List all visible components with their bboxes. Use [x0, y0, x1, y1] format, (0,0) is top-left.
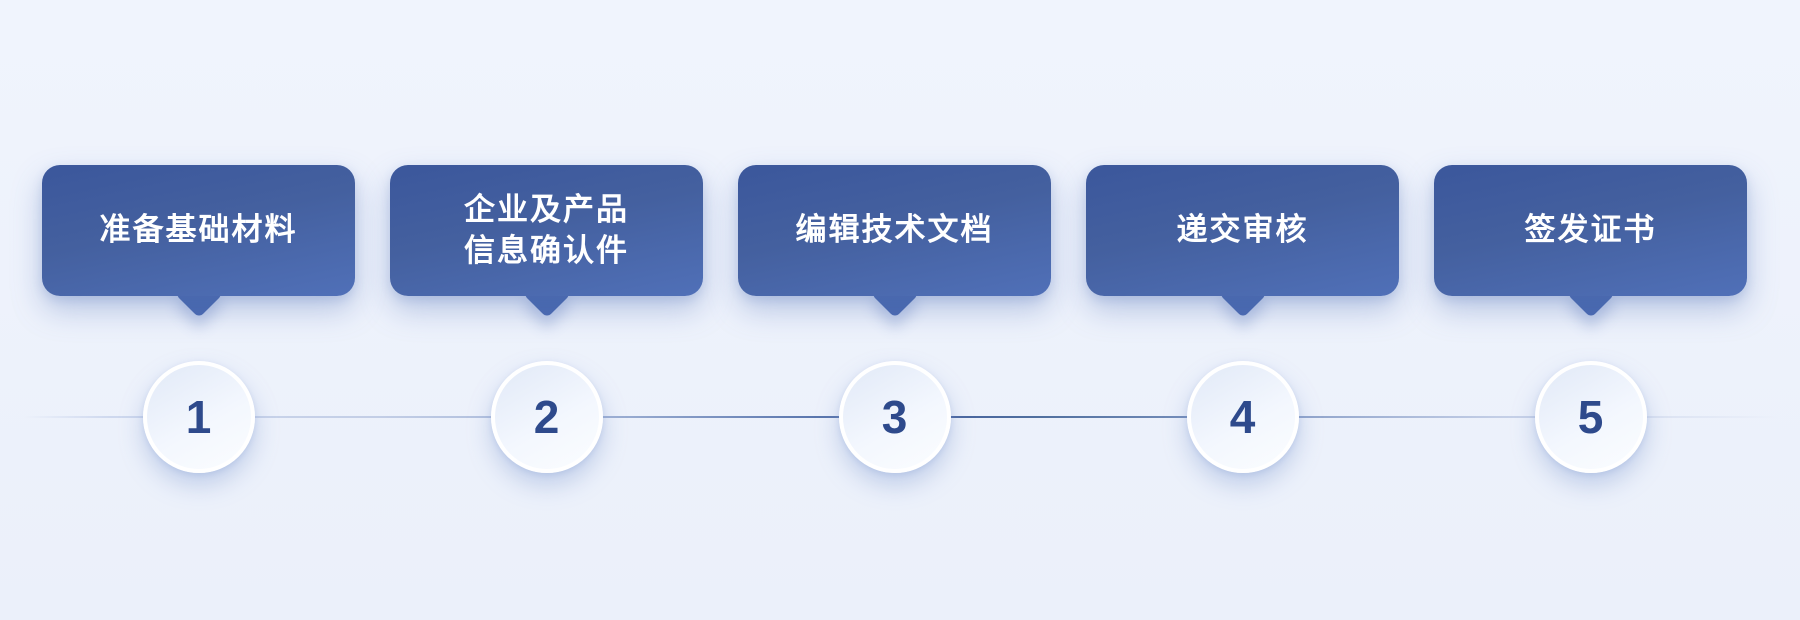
step-1: 准备基础材料 1 — [42, 165, 355, 485]
step-number: 4 — [1229, 391, 1256, 443]
step-number-badge: 3 — [838, 361, 951, 473]
step-3: 编辑技术文档 3 — [738, 165, 1051, 485]
step-2: 企业及产品 信息确认件 2 — [390, 165, 703, 485]
step-number-badge: 4 — [1186, 361, 1299, 473]
step-4: 递交审核 4 — [1086, 165, 1399, 485]
step-label: 编辑技术文档 — [795, 212, 994, 248]
step-label: 企业及产品 信息确认件 — [464, 191, 629, 268]
step-bubble: 编辑技术文档 — [738, 165, 1051, 296]
step-number-badge: 2 — [490, 361, 603, 473]
step-bubble: 准备基础材料 — [42, 165, 355, 296]
step-bubble: 企业及产品 信息确认件 — [390, 165, 703, 296]
step-number: 3 — [881, 391, 908, 443]
step-label: 签发证书 — [1524, 212, 1657, 248]
step-bubble: 签发证书 — [1434, 165, 1747, 296]
step-number: 5 — [1577, 391, 1604, 443]
step-number-badge: 1 — [142, 361, 255, 473]
step-5: 签发证书 5 — [1434, 165, 1747, 485]
step-number-badge: 5 — [1534, 361, 1647, 473]
step-number: 1 — [185, 391, 212, 443]
step-label: 递交审核 — [1176, 212, 1309, 248]
step-label: 准备基础材料 — [99, 212, 298, 248]
step-number: 2 — [533, 391, 560, 443]
step-bubble: 递交审核 — [1086, 165, 1399, 296]
